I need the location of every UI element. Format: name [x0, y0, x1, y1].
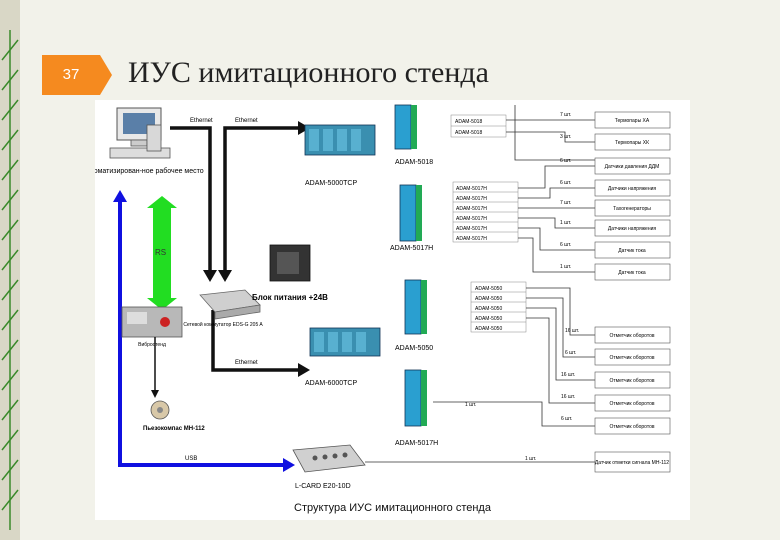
adam-5050-label: ADAM-5050: [395, 345, 433, 352]
svg-text:16 шт.: 16 шт.: [565, 328, 579, 334]
power-supply-icon: [269, 244, 311, 282]
sensor-label: Термопары ХА: [615, 118, 650, 124]
probe-label: Пьезокомпас МН-112: [143, 426, 205, 432]
module-row: ADAM-5050: [475, 286, 502, 292]
module-row: ADAM-5017H: [456, 206, 487, 212]
svg-text:1 шт.: 1 шт.: [560, 264, 571, 270]
vibro-label: Вибростенд: [138, 342, 166, 348]
diagram-caption: Структура ИУС имитационного стенда: [294, 502, 491, 514]
module-icon: [399, 184, 422, 242]
adam-5017h-label: ADAM-5017H: [395, 440, 438, 447]
decor-leaf-lines: [1, 30, 19, 530]
adam-rack-icon: [309, 327, 381, 357]
vibro-stand-icon: [121, 306, 183, 338]
module-row: ADAM-5050: [475, 326, 502, 332]
probe-arrow-icon: [151, 390, 159, 398]
sensor-label: Отметчик оборотов: [609, 355, 654, 361]
page-number: 37: [62, 66, 80, 83]
eth-arrow-right-icon: [298, 121, 310, 135]
module-row: ADAM-5017H: [456, 226, 487, 232]
left-decor-bar: [0, 0, 20, 540]
sensor-label: Датчик тока: [618, 248, 646, 254]
svg-text:1 шт.: 1 шт.: [465, 402, 476, 408]
module-row: ADAM-5050: [475, 296, 502, 302]
ethernet-label: Ethernet: [190, 118, 213, 124]
sensor-label: Датчики давления ДДМ: [605, 164, 660, 170]
ethernet-lines: [170, 126, 300, 372]
svg-text:1 шт.: 1 шт.: [560, 220, 571, 226]
module-row: ADAM-5017H: [456, 186, 487, 192]
usb-arrow-up-icon: [113, 190, 127, 202]
probe-icon: [150, 400, 170, 420]
psu-label: Блок питания +24В: [252, 293, 328, 302]
switch-label: Сетевой коммутатор EDS-G 205 A: [183, 321, 263, 328]
ethernet-label: Ethernet: [235, 360, 258, 366]
eth-arrow-down-icon: [218, 270, 232, 282]
sensor-label: Отметчик оборотов: [609, 401, 654, 407]
usb-link: [118, 200, 285, 467]
svg-text:1 шт.: 1 шт.: [525, 456, 536, 462]
rs-link-arrow: [147, 196, 177, 310]
lcard-label: L-CARD E20-10D: [295, 483, 351, 490]
svg-text:3 шт.: 3 шт.: [560, 134, 571, 140]
count-labels: 7 шт. 3 шт. 6 шт. 6 шт. 7 шт. 1 шт. 6 шт…: [465, 112, 579, 462]
svg-text:6 шт.: 6 шт.: [560, 242, 571, 248]
system-diagram: Автоматизирован-ное рабочее место RS USB…: [95, 100, 690, 520]
adam-5000tcp-label: ADAM-5000TCP: [305, 180, 357, 187]
module-row: ADAM-5017H: [456, 236, 487, 242]
svg-text:6 шт.: 6 шт.: [561, 416, 572, 422]
ethernet-label: Ethernet: [235, 118, 258, 124]
module-row: ADAM-5018: [455, 119, 482, 125]
sensor-label: Отметчик оборотов: [609, 333, 654, 339]
module-row: ADAM-5017H: [456, 216, 487, 222]
svg-text:7 шт.: 7 шт.: [560, 112, 571, 118]
computer-icon: [109, 107, 171, 159]
svg-text:6 шт.: 6 шт.: [560, 180, 571, 186]
module-icon: [404, 369, 427, 427]
sensor-label: Отметчик оборотов: [609, 378, 654, 384]
sensor-connections: [365, 105, 595, 463]
usb-arrow-right-icon: [283, 458, 295, 472]
eth-arrow-down-icon: [203, 270, 217, 282]
adam-6000tcp-label: ADAM-6000TCP: [305, 380, 357, 387]
module-icon: [404, 279, 427, 335]
module-row: ADAM-5018: [455, 130, 482, 136]
workstation-label: Автоматизирован-ное рабочее место: [95, 167, 204, 175]
svg-text:7 шт.: 7 шт.: [560, 200, 571, 206]
rs-label: RS: [155, 248, 166, 257]
module-row: ADAM-5050: [475, 316, 502, 322]
sensor-label: Датчик тока: [618, 270, 646, 276]
eth-arrow-right-icon: [298, 363, 310, 377]
page-number-badge: 37: [42, 55, 112, 95]
module-row: ADAM-5017H: [456, 196, 487, 202]
network-switch-icon: [199, 289, 261, 320]
adam-5018-label: ADAM-5018: [395, 159, 433, 166]
svg-text:6 шт.: 6 шт.: [560, 158, 571, 164]
sensor-label: Датчики напряжения: [608, 186, 656, 192]
module-row: ADAM-5050: [475, 306, 502, 312]
svg-text:16 шт.: 16 шт.: [561, 372, 575, 378]
sensor-label: Датчик отметки сигнала МН-112: [595, 460, 669, 466]
sensor-label: Термопары ХК: [615, 140, 649, 146]
module-icon: [394, 104, 417, 150]
slide-title: ИУС имитационного стенда: [128, 56, 489, 89]
module-table: ADAM-5018 ADAM-5018 ADAM-5017H ADAM-5017…: [450, 114, 527, 333]
sensor-label: Отметчик оборотов: [609, 424, 654, 430]
adam-5017h-label: ADAM-5017H: [390, 245, 433, 252]
usb-label: USB: [185, 456, 197, 462]
adam-rack-icon: [304, 124, 376, 156]
sensor-label: Датчики напряжения: [608, 226, 656, 232]
sensor-boxes: Термопары ХА Термопары ХК Датчики давлен…: [594, 111, 671, 473]
svg-text:6 шт.: 6 шт.: [565, 350, 576, 356]
svg-text:16 шт.: 16 шт.: [561, 394, 575, 400]
lcard-device-icon: [292, 444, 366, 473]
sensor-label: Тахогенераторы: [613, 206, 651, 212]
